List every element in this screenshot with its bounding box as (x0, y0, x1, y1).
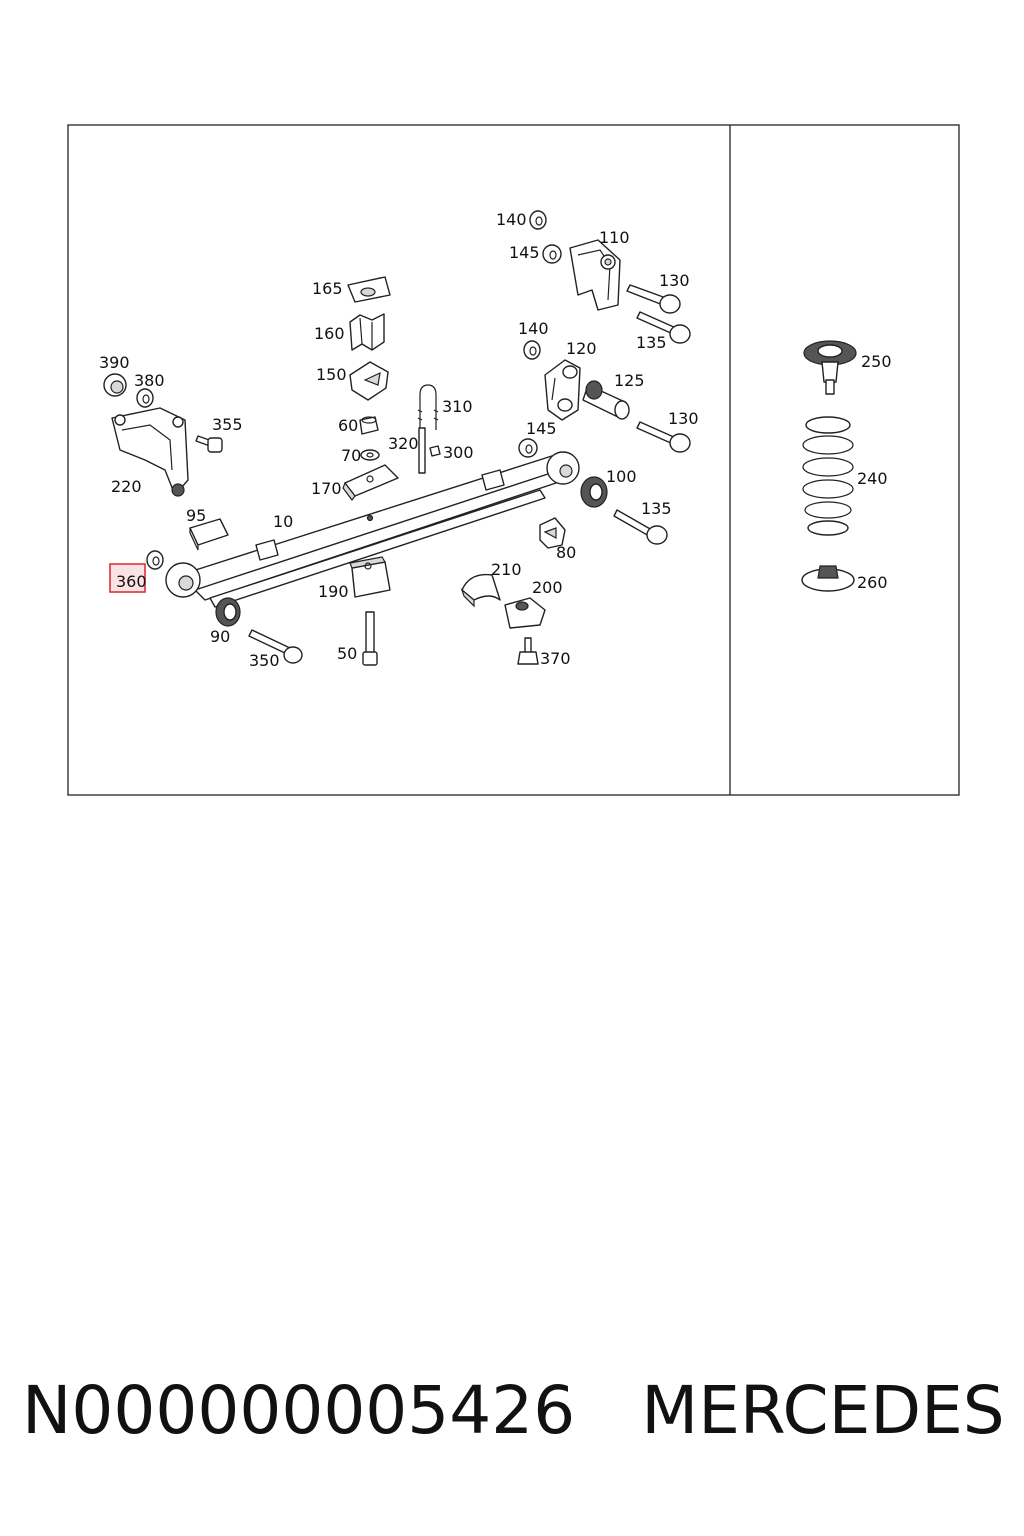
label-160[interactable]: 160 (314, 324, 345, 343)
label-250[interactable]: 250 (861, 352, 892, 371)
washer-380[interactable] (136, 388, 154, 408)
label-150[interactable]: 150 (316, 365, 347, 384)
label-320[interactable]: 320 (388, 434, 419, 453)
main-diagram-frame (67, 124, 960, 796)
label-120[interactable]: 120 (566, 339, 597, 358)
label-300[interactable]: 300 (443, 443, 474, 462)
bushing-390[interactable] (103, 373, 127, 397)
part-200[interactable] (504, 597, 546, 629)
washer-140-mid[interactable] (523, 340, 541, 360)
label-95[interactable]: 95 (186, 506, 206, 525)
washer-145-upper[interactable] (542, 244, 562, 264)
washer-360[interactable] (146, 550, 164, 570)
label-110[interactable]: 110 (599, 228, 630, 247)
coil-spring-240[interactable] (802, 416, 854, 536)
label-100[interactable]: 100 (606, 467, 637, 486)
brand-name: MERCEDES (641, 1372, 1005, 1449)
pad-95[interactable] (189, 518, 229, 551)
bolt-50[interactable] (362, 611, 378, 666)
washer-145-mid[interactable] (518, 438, 538, 458)
spring-seat-250[interactable] (803, 340, 857, 395)
label-130-upper[interactable]: 130 (659, 271, 690, 290)
bushing-90[interactable] (215, 597, 241, 627)
part-80[interactable] (539, 517, 566, 549)
bolt-130-upper[interactable] (626, 284, 681, 314)
bolt-350[interactable] (248, 629, 303, 664)
label-10[interactable]: 10 (273, 512, 293, 531)
block-190[interactable] (349, 556, 391, 598)
hanger-110[interactable] (569, 239, 621, 311)
label-350[interactable]: 350 (249, 651, 280, 670)
spring-pad-260[interactable] (801, 565, 855, 592)
bolt-130-lower[interactable] (636, 421, 691, 453)
bolt-135-lower[interactable] (613, 509, 668, 545)
label-240[interactable]: 240 (857, 469, 888, 488)
label-170[interactable]: 170 (311, 479, 342, 498)
label-200[interactable]: 200 (532, 578, 563, 597)
label-70[interactable]: 70 (341, 446, 361, 465)
bushing-100[interactable] (580, 476, 608, 508)
plate-170[interactable] (342, 464, 399, 501)
part-160[interactable] (349, 313, 385, 351)
label-125[interactable]: 125 (614, 371, 645, 390)
label-80[interactable]: 80 (556, 543, 576, 562)
label-135-upper[interactable]: 135 (636, 333, 667, 352)
part-210[interactable] (460, 573, 501, 608)
label-165[interactable]: 165 (312, 279, 343, 298)
label-355[interactable]: 355 (212, 415, 243, 434)
label-135-lower[interactable]: 135 (641, 499, 672, 518)
label-130-lower[interactable]: 130 (668, 409, 699, 428)
label-90[interactable]: 90 (210, 627, 230, 646)
label-190[interactable]: 190 (318, 582, 349, 601)
leaf-spring[interactable] (165, 451, 580, 608)
label-145-upper[interactable]: 145 (509, 243, 540, 262)
washer-140-upper[interactable] (529, 210, 547, 230)
washer-70[interactable] (360, 449, 380, 461)
bolt-355[interactable] (195, 435, 223, 453)
pin-320[interactable] (418, 427, 426, 474)
label-310[interactable]: 310 (442, 397, 473, 416)
u-bolt-310[interactable] (417, 384, 439, 430)
nut-60[interactable] (359, 416, 379, 435)
label-380[interactable]: 380 (134, 371, 165, 390)
label-50[interactable]: 50 (337, 644, 357, 663)
label-145-mid[interactable]: 145 (526, 419, 557, 438)
part-labels: 140 110 145 130 165 160 140 135 120 390 … (99, 210, 892, 670)
nut-300[interactable] (429, 445, 441, 457)
label-370[interactable]: 370 (540, 649, 571, 668)
bolt-370[interactable] (517, 637, 539, 665)
label-360[interactable]: 360 (116, 572, 147, 591)
label-260[interactable]: 260 (857, 573, 888, 592)
part-number: N000000005426 (22, 1372, 576, 1449)
shackle-120[interactable] (544, 359, 581, 421)
label-220[interactable]: 220 (111, 477, 142, 496)
highlight-box-360 (109, 563, 146, 593)
part-165[interactable] (347, 276, 391, 303)
bolt-135-upper[interactable] (636, 311, 691, 344)
part-150[interactable] (349, 361, 389, 401)
pin-125[interactable] (582, 380, 630, 420)
label-60[interactable]: 60 (338, 416, 358, 435)
label-390[interactable]: 390 (99, 353, 130, 372)
label-140-upper[interactable]: 140 (496, 210, 527, 229)
footer: N000000005426 MERCEDES (22, 1372, 1012, 1449)
label-140-mid[interactable]: 140 (518, 319, 549, 338)
label-210[interactable]: 210 (491, 560, 522, 579)
front-bracket[interactable] (111, 407, 189, 497)
